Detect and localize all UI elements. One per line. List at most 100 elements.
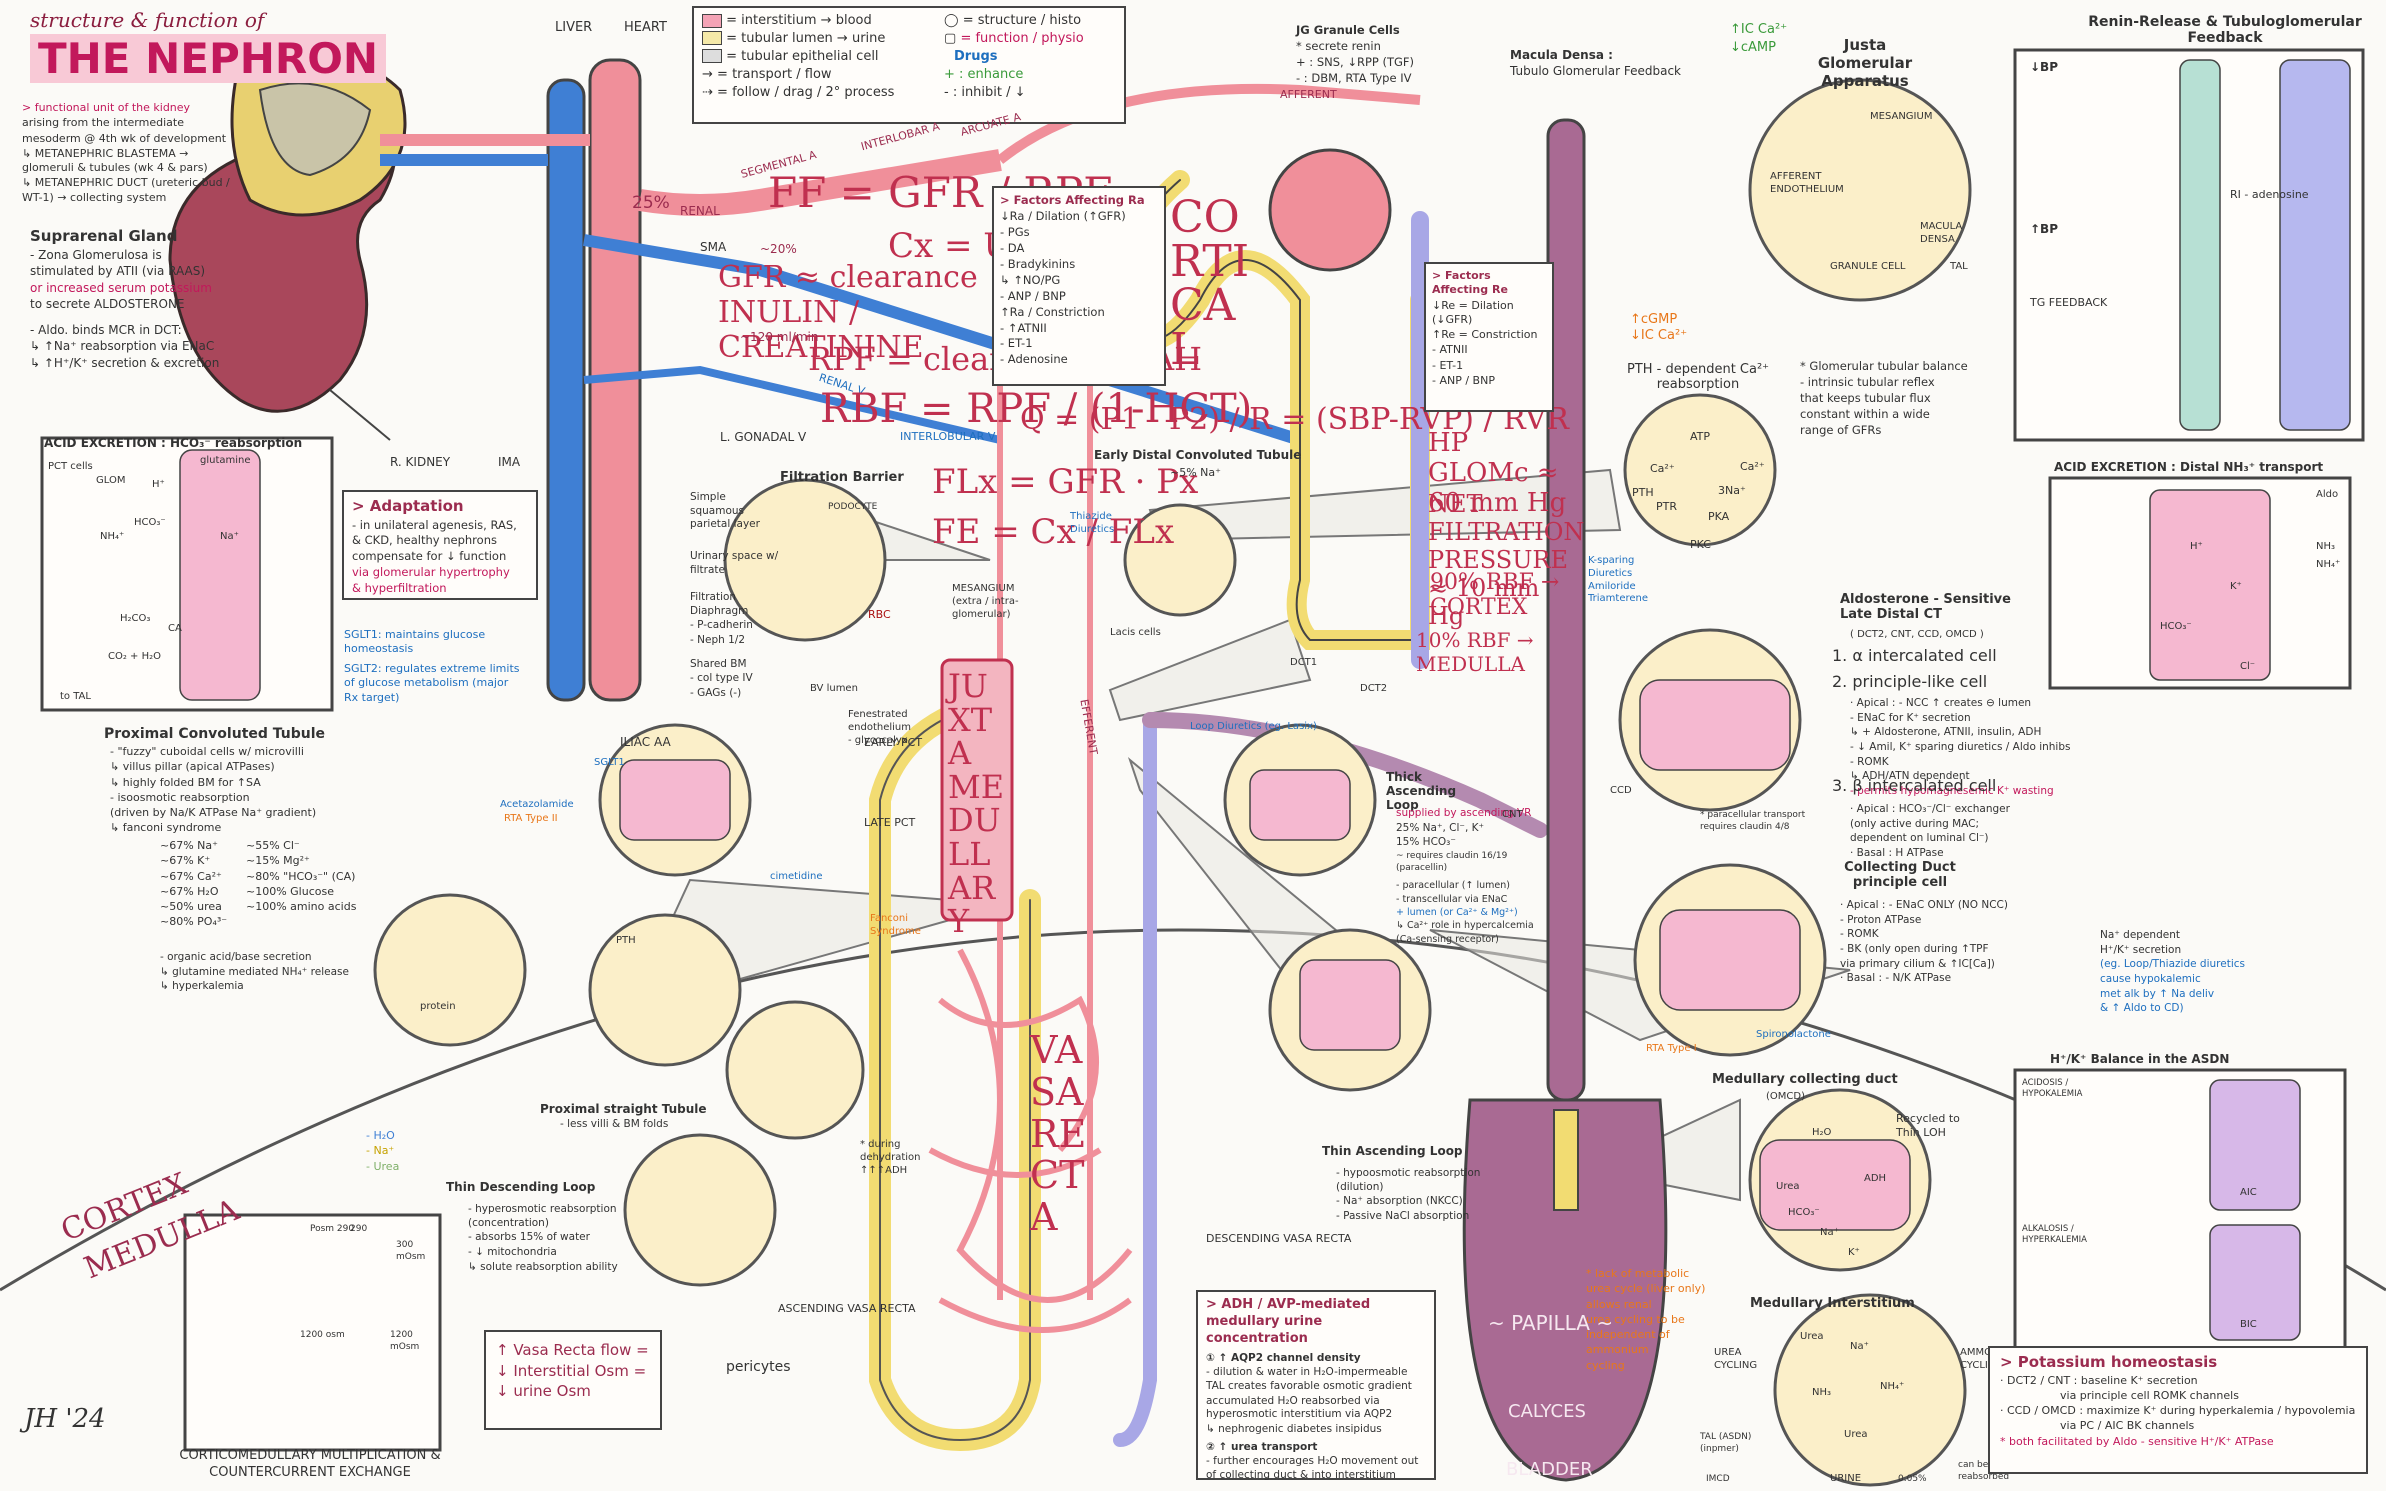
legend-label-0: = interstitium → blood <box>726 13 872 28</box>
intro-2: mesoderm @ 4th wk of development <box>22 131 227 145</box>
jga-note: * Glomerular tubular balance - intrinsic… <box>1800 358 2000 439</box>
drugs-enhance: + : enhance <box>944 66 1024 82</box>
aldo-b-3: · Basal : H ATPase <box>1850 846 1944 859</box>
cm-300: 300 mOsm <box>396 1240 426 1262</box>
potassium-box: > Potassium homeostasis · DCT2 / CNT : b… <box>1988 1346 2368 1474</box>
cd-spiro: Spironolactone <box>1756 1029 1831 1040</box>
pct-0: - "fuzzy" cuboidal cells w/ microvilli <box>110 745 304 758</box>
macula-block: Macula Densa : Tubulo Glomerular Feedbac… <box>1510 48 1700 79</box>
aldo-alpha: 1. α intercalated cell <box>1832 646 1997 665</box>
int-nh4: NH₄⁺ <box>1880 1381 1905 1392</box>
lacis-label: Lacis cells <box>1110 627 1161 638</box>
pericytes-label: pericytes <box>726 1359 791 1375</box>
cm-legend-0: - H₂O <box>366 1129 395 1142</box>
re-0: ↓Re = Dilation (↓GFR) <box>1432 298 1514 326</box>
int-nh3: NH₃ <box>1812 1387 1832 1398</box>
pct-4: (driven by Na/K ATPase Na⁺ gradient) <box>110 806 317 820</box>
title-block: structure & function of THE NEPHRON <box>30 8 387 83</box>
renin-dbp: ↓BP <box>2030 60 2058 74</box>
pth-ca2: Ca²⁺ <box>1740 460 1765 473</box>
jga-granule: GRANULE CELL <box>1830 261 1906 272</box>
mcd-urea: Urea <box>1776 1181 1800 1192</box>
aldo-p-6: - permits hypomagnesemic K⁺ wasting <box>1850 784 2054 797</box>
renin-tgf: TG FEEDBACK <box>2030 296 2108 309</box>
cd-0: · Apical : - ENaC ONLY (NO NCC) <box>1840 899 2008 911</box>
filtration-5: Shared BM <box>690 657 747 670</box>
bladder-label: BLADDER <box>1506 1459 1593 1480</box>
cm-legend-1: - Na⁺ <box>366 1144 395 1158</box>
adaptation-header: > Adaptation <box>352 497 464 515</box>
cd-note-4: met alk by ↑ Na deliv <box>2100 987 2215 1000</box>
thin-desc-1: - absorbs 15% of water <box>468 1231 590 1244</box>
acid-ca: CA <box>168 623 182 634</box>
legend-box: = interstitium → blood = tubular lumen →… <box>692 6 964 124</box>
drug-camp: ↓cAMP <box>1730 40 1776 55</box>
l-gonadal-label: L. GONADAL V <box>720 430 807 444</box>
jga-afferent: AFFERENT ENDOTHELIUM <box>1770 171 1844 195</box>
filtration-4: - Neph 1/2 <box>690 634 745 647</box>
pct-pct-2: ~67% Ca²⁺ <box>160 869 222 883</box>
pct-pct-0: ~67% Na⁺ <box>160 839 218 852</box>
heart-label: HEART <box>624 20 667 35</box>
cd-4: via primary cilium & ↑IC[Ca]) <box>1840 957 1995 970</box>
potassium-1: via principle cell ROMK channels <box>2060 1388 2239 1402</box>
ra-factors-box: > Factors Affecting Ra ↓Ra / Dilation (↑… <box>992 186 1166 386</box>
int-urine: URINE <box>1830 1473 1862 1484</box>
filtration-podocyte: PODOCYTE <box>828 502 878 512</box>
int-005: 0.05% <box>1898 1474 1927 1484</box>
mcd-h2o: H₂O <box>1812 1127 1832 1138</box>
aldo-p-lines: · Apical : - NCC ↑ creates ⊖ lumen - ENa… <box>1850 696 2100 799</box>
drug-icca: ↓IC Ca²⁺ <box>1630 328 1688 343</box>
re-header: > Factors Affecting Re <box>1432 269 1508 297</box>
filtration-glycocalyx: - glycocalyx <box>848 735 908 746</box>
pst-line: - less villi & BM folds <box>560 1118 669 1130</box>
great-vessels <box>380 58 1421 702</box>
cd-1: - Proton ATPase <box>1840 913 1922 926</box>
aldo-ksparing: K-sparing Diuretics <box>1588 555 1635 579</box>
pct-pth: PTH <box>616 935 636 946</box>
int-tal: TAL (ASDN) (inpmer) <box>1700 1432 1752 1454</box>
cd-2: - ROMK <box>1840 928 1879 941</box>
jg-2: - : DBM, RTA Type IV <box>1296 70 1412 85</box>
cortical-label: CORTICAL <box>1170 192 1250 375</box>
cm-posm: Posm 290 <box>310 1224 355 1234</box>
pct-sglt1: SGLT1 <box>594 757 625 768</box>
tal-4: - paracellular (↑ lumen) <box>1396 880 1510 892</box>
title-line2: THE NEPHRON <box>30 34 387 83</box>
potassium-header: > Potassium homeostasis <box>2000 1353 2218 1371</box>
cortical-glomerulus <box>1268 148 1392 272</box>
legend-box-right: ◯ = structure / histo ▢ = function / phy… <box>936 6 1126 124</box>
cm-1200: 1200 osm <box>300 1330 345 1340</box>
pct-rta2: RTA Type II <box>504 813 558 824</box>
urea-note-4: independent of <box>1586 1328 1670 1342</box>
rbf-formula: RBF = RPF / (1-HCT) <box>820 386 1253 432</box>
edct-sub: ~5% Na⁺ <box>1170 466 1221 479</box>
pct-pct-10: ~100% amino acids <box>246 900 357 914</box>
re-factors-box: > Factors Affecting Re ↓Re = Dilation (↓… <box>1424 262 1554 412</box>
mcd-hco3: HCO₃⁻ <box>1788 1207 1820 1218</box>
filtration-left: Simple squamous parietal layer Urinary s… <box>690 490 780 702</box>
descending-vr: DESCENDING VASA RECTA <box>1206 1232 1352 1245</box>
jga-header: Justa Glomerular Apparatus <box>1817 36 1913 90</box>
pth-3na: 3Na⁺ <box>1718 484 1746 497</box>
vasa-recta-label: VASA RECTA <box>1030 1028 1087 1240</box>
suprarenal-1: stimulated by ATII (via RAAS) <box>30 264 206 279</box>
nh3-nh4: NH₄⁺ <box>2316 559 2341 570</box>
aldo-b-0: · Apical : HCO₃⁻/Cl⁻ exchanger <box>1850 803 2010 815</box>
ra-header: > Factors Affecting Ra <box>1000 193 1145 207</box>
cd-note-0: Na⁺ dependent <box>2100 929 2180 941</box>
cm-header: CORTICOMEDULLARY MULTIPLICATION & COUNTE… <box>179 1448 441 1480</box>
sglt1-note: SGLT1: maintains glucose homeostasis <box>344 628 486 656</box>
sma-label: SMA <box>700 240 727 254</box>
acid-glutamine: glutamine <box>200 455 251 466</box>
ra-9: - Adenosine <box>1000 352 1068 367</box>
pct-late: LATE PCT <box>864 816 916 829</box>
int-imcd: IMCD <box>1706 1474 1730 1484</box>
filtration-3: - P-cadherin <box>690 619 753 632</box>
int-na: Na⁺ <box>1850 1341 1869 1352</box>
asdn-aic: AIC <box>2240 1187 2257 1198</box>
cd-note-3: cause hypokalemic <box>2100 972 2201 985</box>
potassium-2: · CCD / OMCD : maximize K⁺ during hyperk… <box>2000 1404 2356 1418</box>
thin-desc-header: Thin Descending Loop <box>446 1180 596 1194</box>
jg-block: JG Granule Cells * secrete renin + : SNS… <box>1296 22 1466 87</box>
